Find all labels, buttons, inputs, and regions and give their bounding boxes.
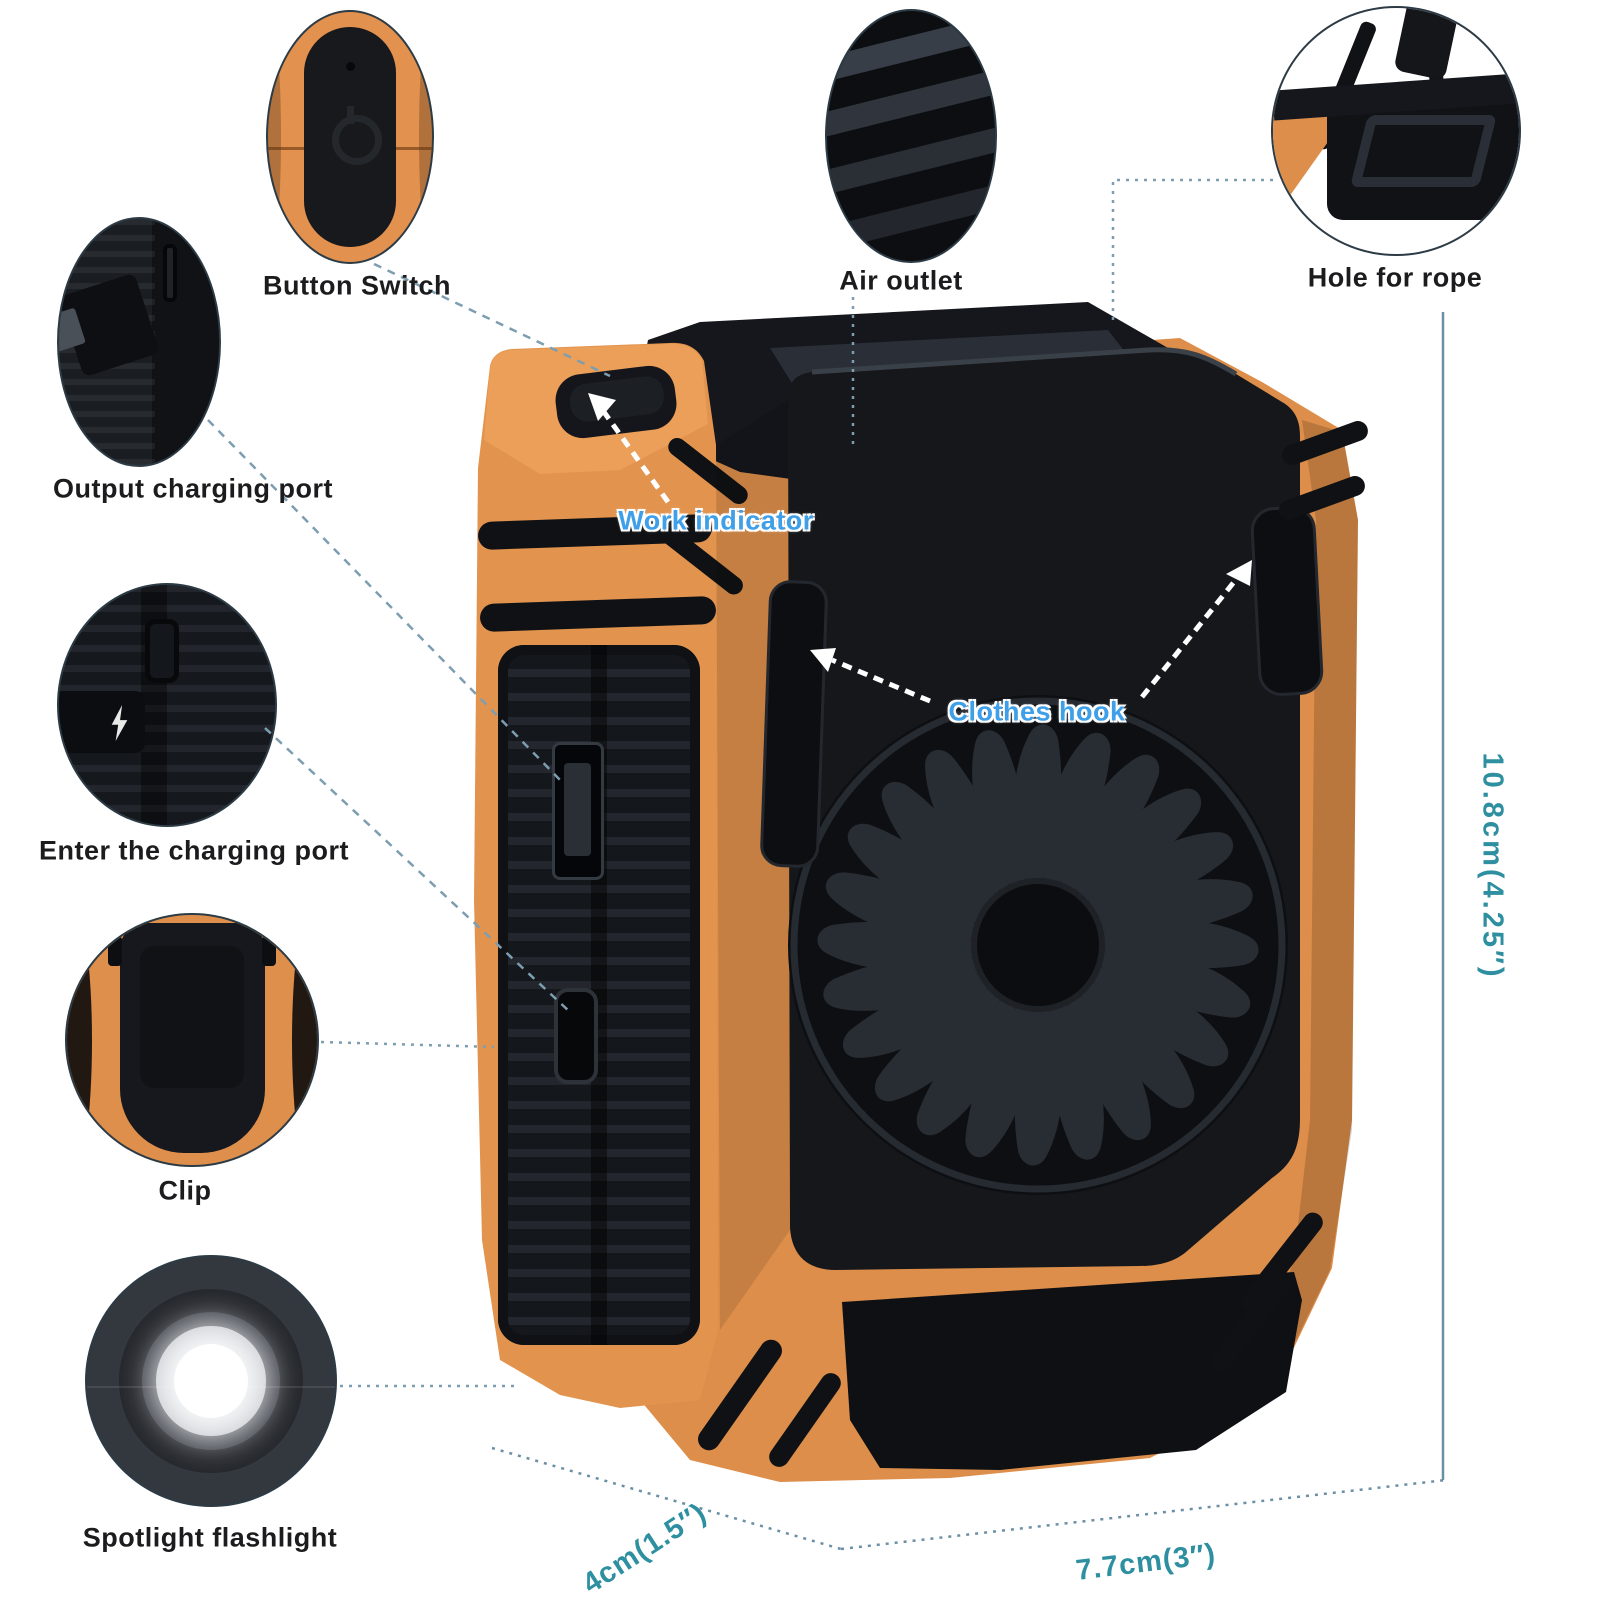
bottom-base [842, 1272, 1302, 1470]
left-clothes-hook [760, 580, 828, 868]
enter-charging-port-callout [57, 583, 277, 827]
enter-charging-port-label: Enter the charging port [38, 835, 350, 866]
micro-usb-input-port [554, 988, 598, 1084]
button-switch-label: Button Switch [263, 270, 451, 301]
port-slot-icon [163, 243, 178, 302]
spotlight-flashlight-label: Spotlight flashlight [82, 1522, 338, 1553]
usb-output-port [552, 742, 604, 880]
output-charging-port-callout [57, 217, 221, 467]
button-switch-callout [266, 10, 434, 264]
work-indicator-label: Work indicator [618, 505, 814, 536]
output-charging-port-label: Output charging port [53, 473, 333, 504]
side-ribbed-panel [498, 645, 700, 1345]
charging-cable-icon [59, 690, 146, 753]
spotlight-flashlight-callout [85, 1255, 337, 1507]
power-button-icon [304, 27, 396, 247]
air-outlet-label: Air outlet [839, 265, 963, 296]
hole-for-rope-callout [1271, 6, 1521, 256]
right-clothes-hook [1250, 506, 1324, 696]
clothes-hook-label: Clothes hook [948, 696, 1126, 727]
hole-for-rope-label: Hole for rope [1307, 262, 1483, 293]
fan-wheel [788, 695, 1288, 1195]
micro-usb-slot-icon [145, 618, 180, 683]
air-outlet-callout [825, 9, 997, 263]
clip-callout [65, 913, 319, 1167]
height-dimension-label: 10.8cm(4.25″) [1476, 752, 1509, 980]
belt-clip-icon [107, 922, 277, 1153]
clip-label: Clip [158, 1175, 212, 1206]
